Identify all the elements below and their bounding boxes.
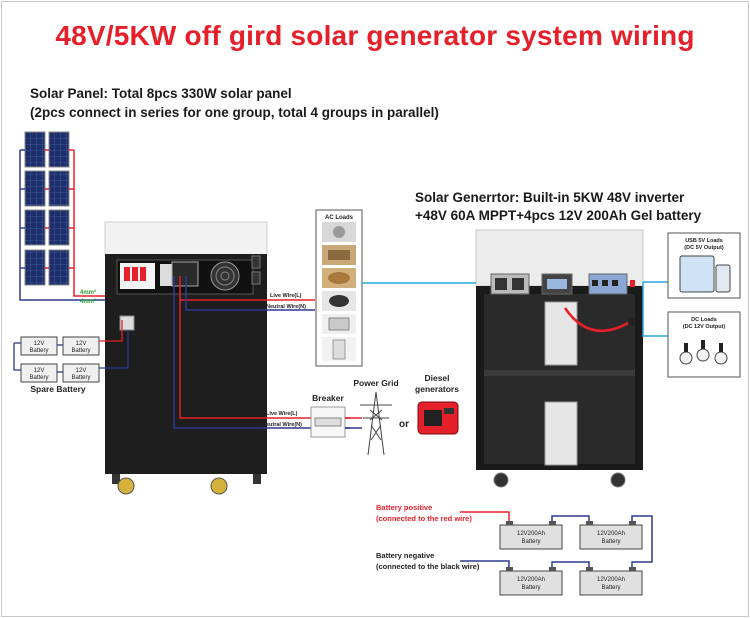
usb-loads-label: USB 5V Loads xyxy=(685,238,723,244)
battery-cell-label: 12V xyxy=(76,368,87,374)
battery-cell-label: Battery xyxy=(29,348,48,354)
bulb-icon xyxy=(679,343,693,365)
battery-cell-label: Battery xyxy=(71,375,90,381)
power-grid-tower-icon xyxy=(360,391,392,456)
solar-panel-heading: Solar Panel: Total 8pcs 330W solar panel xyxy=(30,86,292,101)
appliance-icon xyxy=(322,337,356,361)
generator-subheading: +48V 60A MPPT+4pcs 12V 200Ah Gel battery xyxy=(415,208,702,223)
breaker-box xyxy=(310,406,346,438)
main-battery-cell: 12V200Ah Battery xyxy=(579,521,643,550)
battery-cell-label: 12V200Ah xyxy=(597,531,625,537)
spare-battery-cell: 12V Battery xyxy=(62,336,100,356)
main-battery-cell: 12V200Ah Battery xyxy=(499,521,563,550)
battery-positive-note: (connected to the red wire) xyxy=(376,514,472,523)
solar-panel xyxy=(48,249,70,286)
generator-open-cabinet xyxy=(475,229,644,488)
battery-negative-label: Battery negative xyxy=(376,551,434,560)
appliance-icon xyxy=(322,245,356,265)
battery-cell-label: 12V200Ah xyxy=(597,577,625,583)
breaker-label: Breaker xyxy=(312,393,344,403)
diagram-title: 48V/5KW off gird solar generator system … xyxy=(55,20,695,51)
solar-panel xyxy=(24,170,46,207)
spare-battery-cell: 12V Battery xyxy=(20,363,58,383)
cable-size-label-2: 4mm² xyxy=(80,298,96,305)
phone-icon xyxy=(715,264,731,293)
diesel-label-line1: Diesel xyxy=(424,373,449,383)
appliance-icon xyxy=(322,291,356,311)
battery-cell-label: Battery xyxy=(601,539,620,545)
battery-negative-note: (connected to the black wire) xyxy=(376,562,480,571)
solar-panel xyxy=(48,209,70,246)
solar-panel xyxy=(48,170,70,207)
diesel-label-line2: generators xyxy=(415,384,459,394)
spare-battery-bank: 12V Battery 12V Battery 12V Battery 12V … xyxy=(20,336,100,383)
battery-cell-label: 12V xyxy=(34,341,45,347)
bulb-icon xyxy=(696,340,710,362)
ac-loads-panel: AC Loads xyxy=(315,209,363,367)
spare-battery-cell: 12V Battery xyxy=(62,363,100,383)
dc-loads-panel: DC Loads (DC 12V Output) xyxy=(667,311,741,378)
main-battery-cell: 12V200Ah Battery xyxy=(499,567,563,596)
main-battery-cell: 12V200Ah Battery xyxy=(579,567,643,596)
appliance-icon xyxy=(322,268,356,288)
battery-cell-label: 12V xyxy=(76,341,87,347)
solar-panel xyxy=(24,131,46,168)
solar-panel xyxy=(24,209,46,246)
battery-cell-label: 12V200Ah xyxy=(517,577,545,583)
battery-positive-label: Battery positive xyxy=(376,503,432,512)
solar-panel-array xyxy=(24,131,70,286)
dc-loads-label: DC Loads xyxy=(691,317,717,323)
bulb-icon xyxy=(714,343,728,365)
fan-grill xyxy=(210,261,240,291)
or-label: or xyxy=(399,419,409,430)
usb-loads-sublabel: (DC 5V Output) xyxy=(684,245,724,251)
diesel-generator-icon xyxy=(417,401,459,435)
battery-cell-label: 12V200Ah xyxy=(517,531,545,537)
solar-panel-subheading: (2pcs connect in series for one group, t… xyxy=(30,105,439,120)
spare-battery-cell: 12V Battery xyxy=(20,336,58,356)
battery-cell-label: Battery xyxy=(29,375,48,381)
neutral-wire-label-ac: Neutral Wire(N) xyxy=(266,304,306,310)
spare-battery-label: Spare Battery xyxy=(30,384,86,394)
ac-loads-label: AC Loads xyxy=(325,215,354,221)
cable-size-label-1: 4mm² xyxy=(80,289,96,296)
tablet-icon xyxy=(679,255,715,293)
solar-panel xyxy=(48,131,70,168)
neutral-wire-label-grid: Neutral Wire(N) xyxy=(262,422,302,428)
battery-cell-label: Battery xyxy=(521,539,540,545)
appliance-icon xyxy=(322,314,356,334)
generator-front-cabinet xyxy=(104,221,268,495)
power-grid-label: Power Grid xyxy=(353,378,398,388)
usb-loads-panel: USB 5V Loads (DC 5V Output) xyxy=(667,232,741,299)
battery-cell-label: Battery xyxy=(71,348,90,354)
battery-cell-label: 12V xyxy=(34,368,45,374)
generator-heading: Solar Generrtor: Built-in 5KW 48V invert… xyxy=(415,190,685,205)
appliance-icon xyxy=(322,222,356,242)
battery-cell-label: Battery xyxy=(521,585,540,591)
live-wire-label-ac: Live Wire(L) xyxy=(270,293,302,299)
dc-loads-sublabel: (DC 12V Output) xyxy=(683,324,726,330)
main-battery-bank: 12V200Ah Battery 12V200Ah Battery 12V200… xyxy=(499,521,643,596)
battery-cell-label: Battery xyxy=(601,585,620,591)
solar-panel xyxy=(24,249,46,286)
live-wire-label-grid: Live Wire(L) xyxy=(266,411,298,417)
